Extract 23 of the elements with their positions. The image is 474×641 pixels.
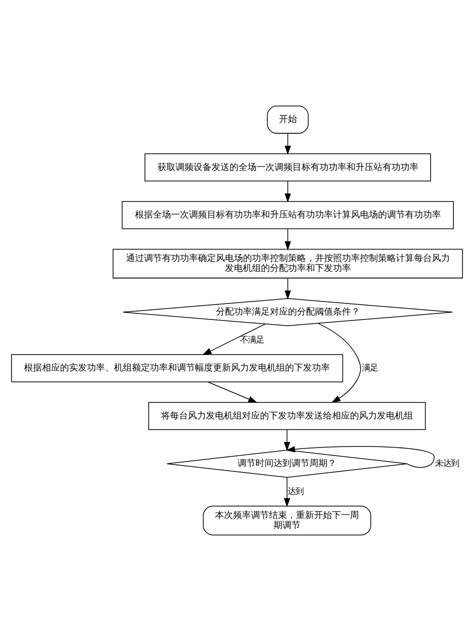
arrow bbox=[284, 228, 291, 250]
node-box: 开始 bbox=[266, 106, 309, 134]
node-box: 通过调节有功功率确定风电场的功率控制策略，并按照功率控制策略计算每台风力发电机组的分配功率和下发功率 bbox=[112, 248, 463, 278]
arrow bbox=[284, 278, 291, 300]
edge-label: 不满足 bbox=[240, 334, 264, 344]
edge-label: 达到 bbox=[288, 486, 304, 496]
node-box: 获取调频设备发送的全场一次调频目标有功功率和升压站有功功率 bbox=[144, 153, 431, 182]
node-diamond: 调节时间达到调节周期？ bbox=[166, 450, 408, 478]
arrow bbox=[286, 446, 435, 468]
arrow bbox=[284, 133, 291, 155]
node-box: 本次频率调节结束，重新开始下一周期调节 bbox=[202, 506, 372, 536]
edge-label: 满足 bbox=[362, 362, 378, 372]
arrow bbox=[284, 180, 291, 203]
edge-label: 未达到 bbox=[435, 458, 460, 468]
node-box: 根据相应的实发功率、机组额定功率和调节幅度更新风力发电机组的下发功率 bbox=[11, 354, 344, 382]
node-box: 将每台风力发电机组对应的下发功率发送给相应的风力发电机组 bbox=[148, 402, 426, 430]
arrow bbox=[284, 477, 290, 508]
node-diamond: 分配功率满足对应的分配阈值条件？ bbox=[122, 298, 453, 326]
arrow bbox=[208, 382, 258, 403]
arrow bbox=[202, 324, 266, 356]
arrow bbox=[318, 323, 361, 403]
node-box: 根据全场一次调频目标有功功率和升压站有功功率计算风电场的调节有功功率 bbox=[122, 201, 454, 230]
arrow bbox=[284, 430, 290, 452]
